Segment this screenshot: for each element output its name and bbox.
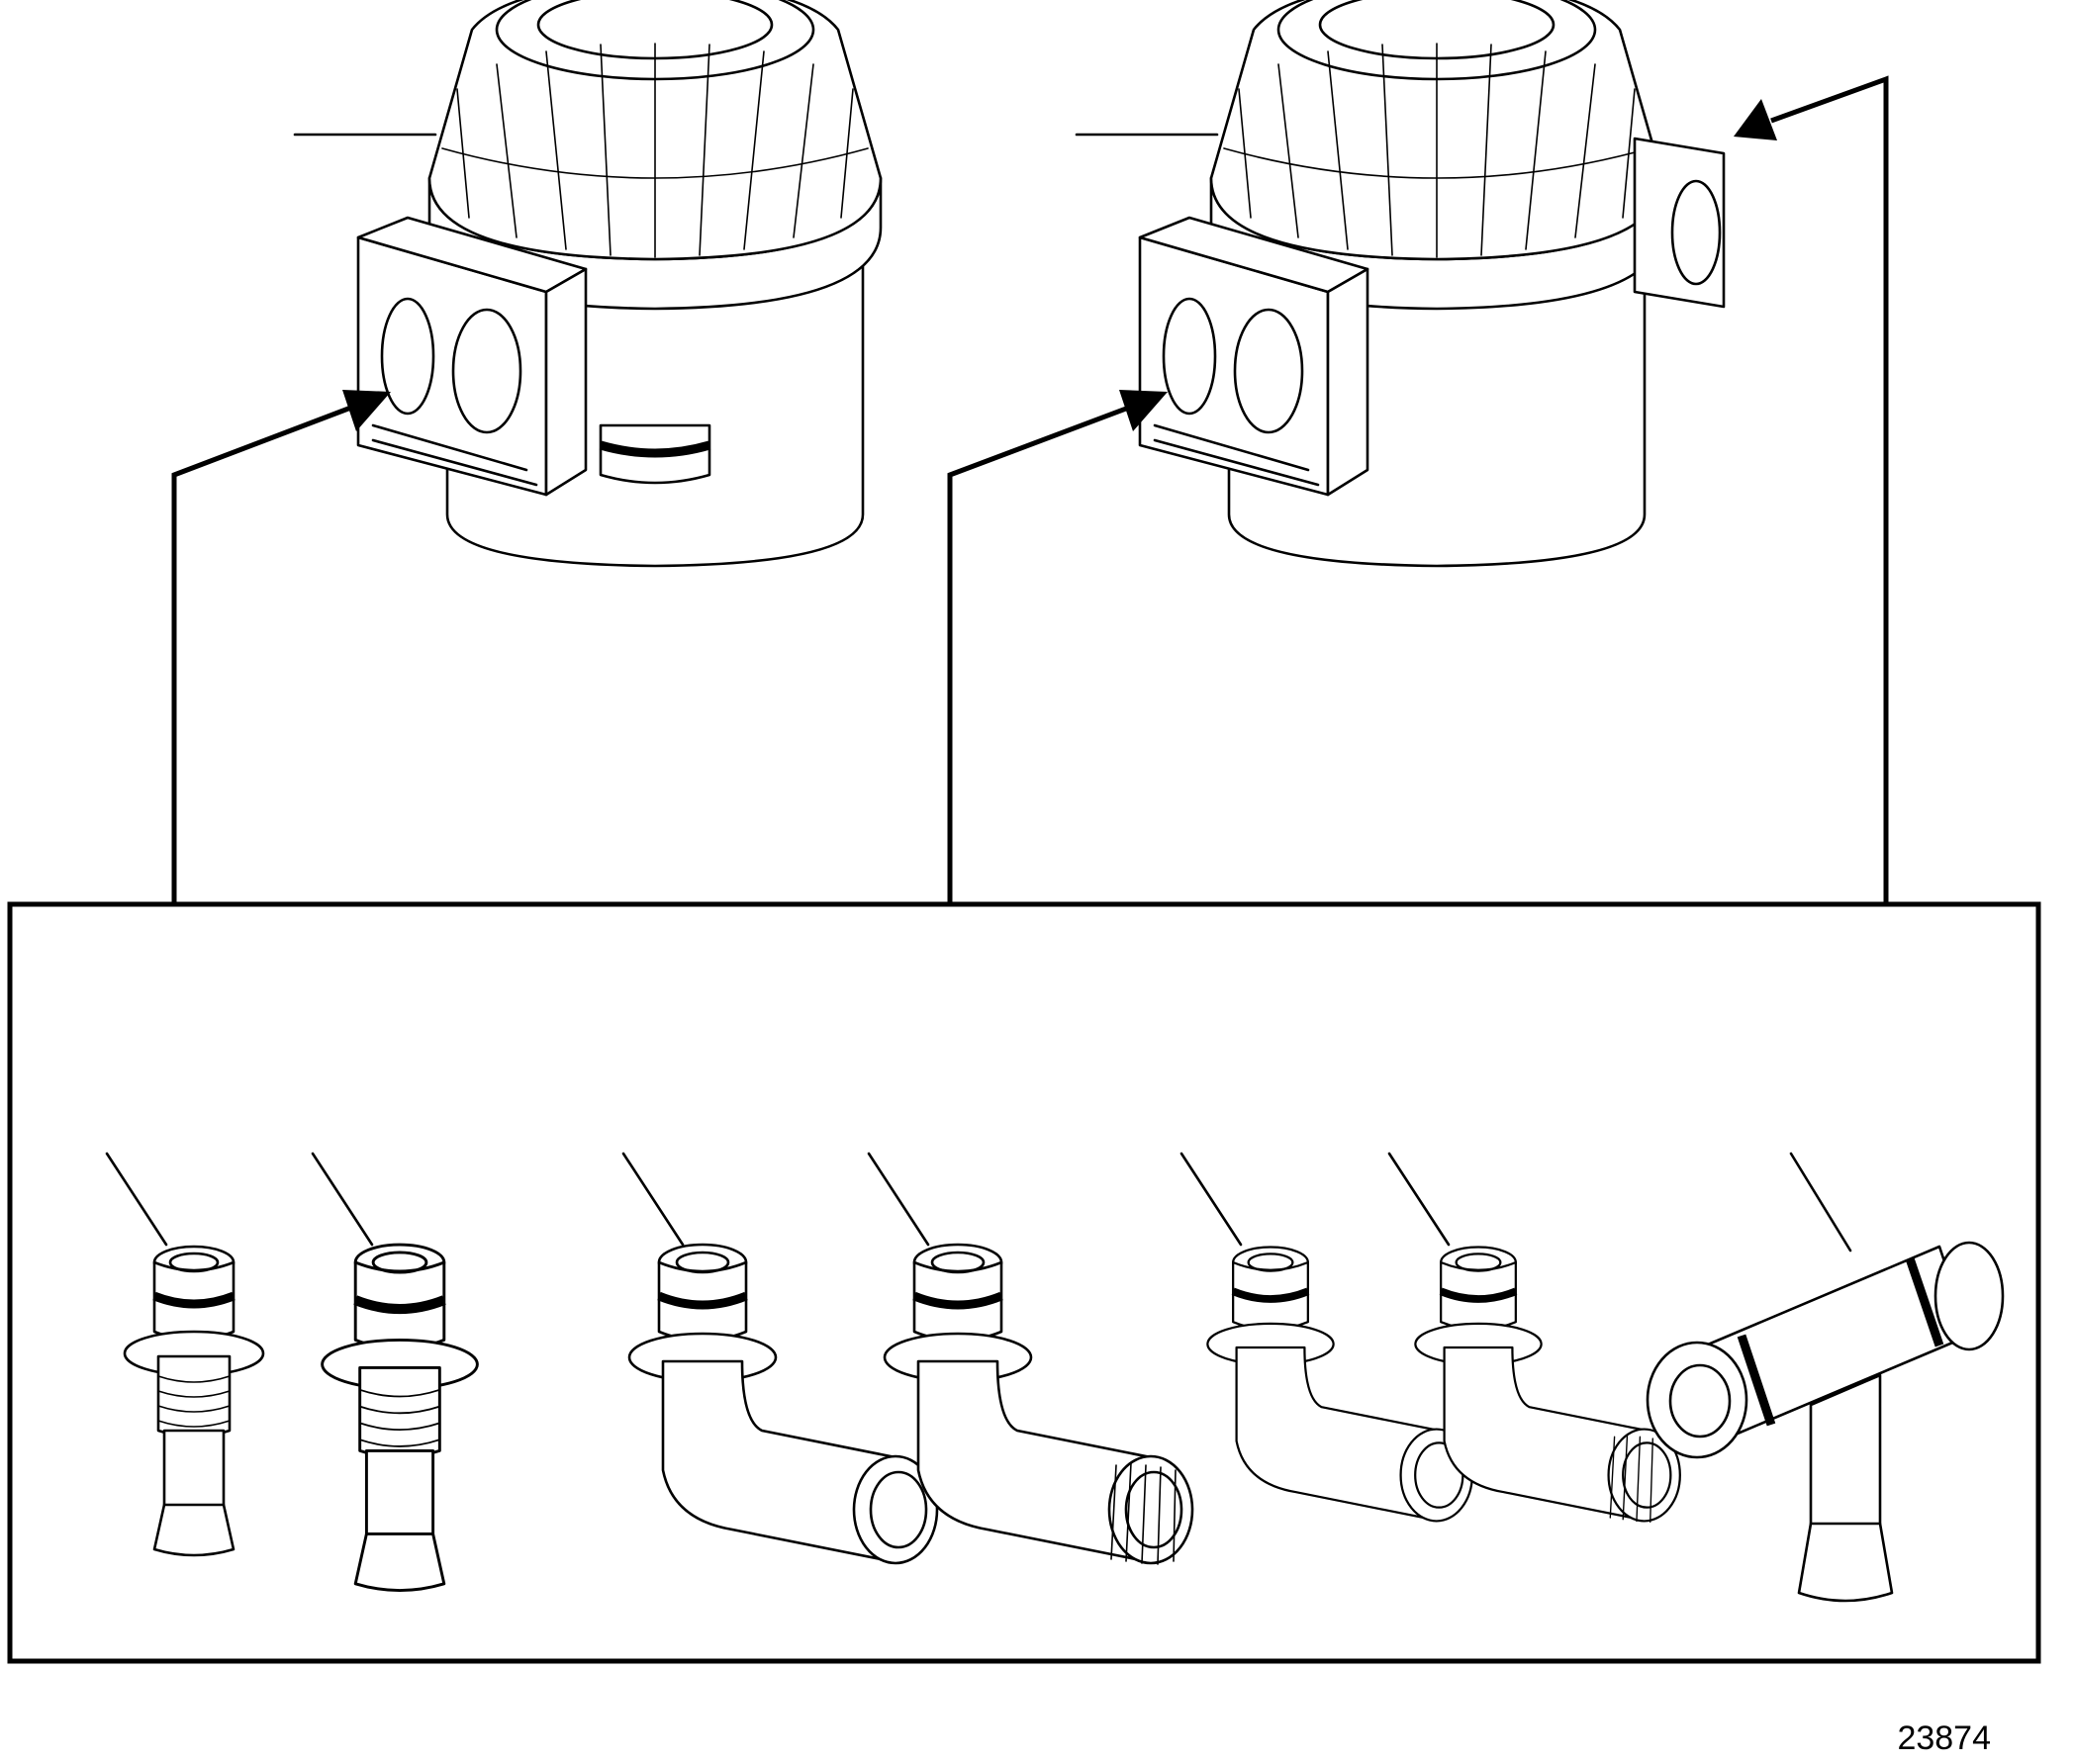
connector-line-2 (947, 403, 1135, 902)
straight-fitting-icon (125, 1247, 263, 1555)
connector-line-1 (171, 403, 357, 902)
arrow-head-3 (1734, 99, 1777, 140)
arrow-head-1 (342, 390, 391, 431)
figure-number: 23874 (1897, 1719, 1991, 1757)
strainer-single-outlet-icon (356, 0, 883, 568)
strainer-dual-outlet-icon (1138, 0, 1726, 568)
connector-line-3 (1770, 75, 1889, 902)
elbow-fitting-icon (1415, 1248, 1679, 1523)
tee-fitting-icon (1646, 1241, 2005, 1603)
straight-fitting-icon (323, 1245, 478, 1590)
elbow-fitting-icon (629, 1245, 937, 1563)
arrow-head-2 (1119, 390, 1168, 431)
elbow-fitting-icon (885, 1245, 1192, 1564)
fittings-box (7, 901, 2041, 1664)
fitting-leader-lines (105, 1152, 1852, 1253)
elbow-fitting-icon (1207, 1248, 1471, 1522)
